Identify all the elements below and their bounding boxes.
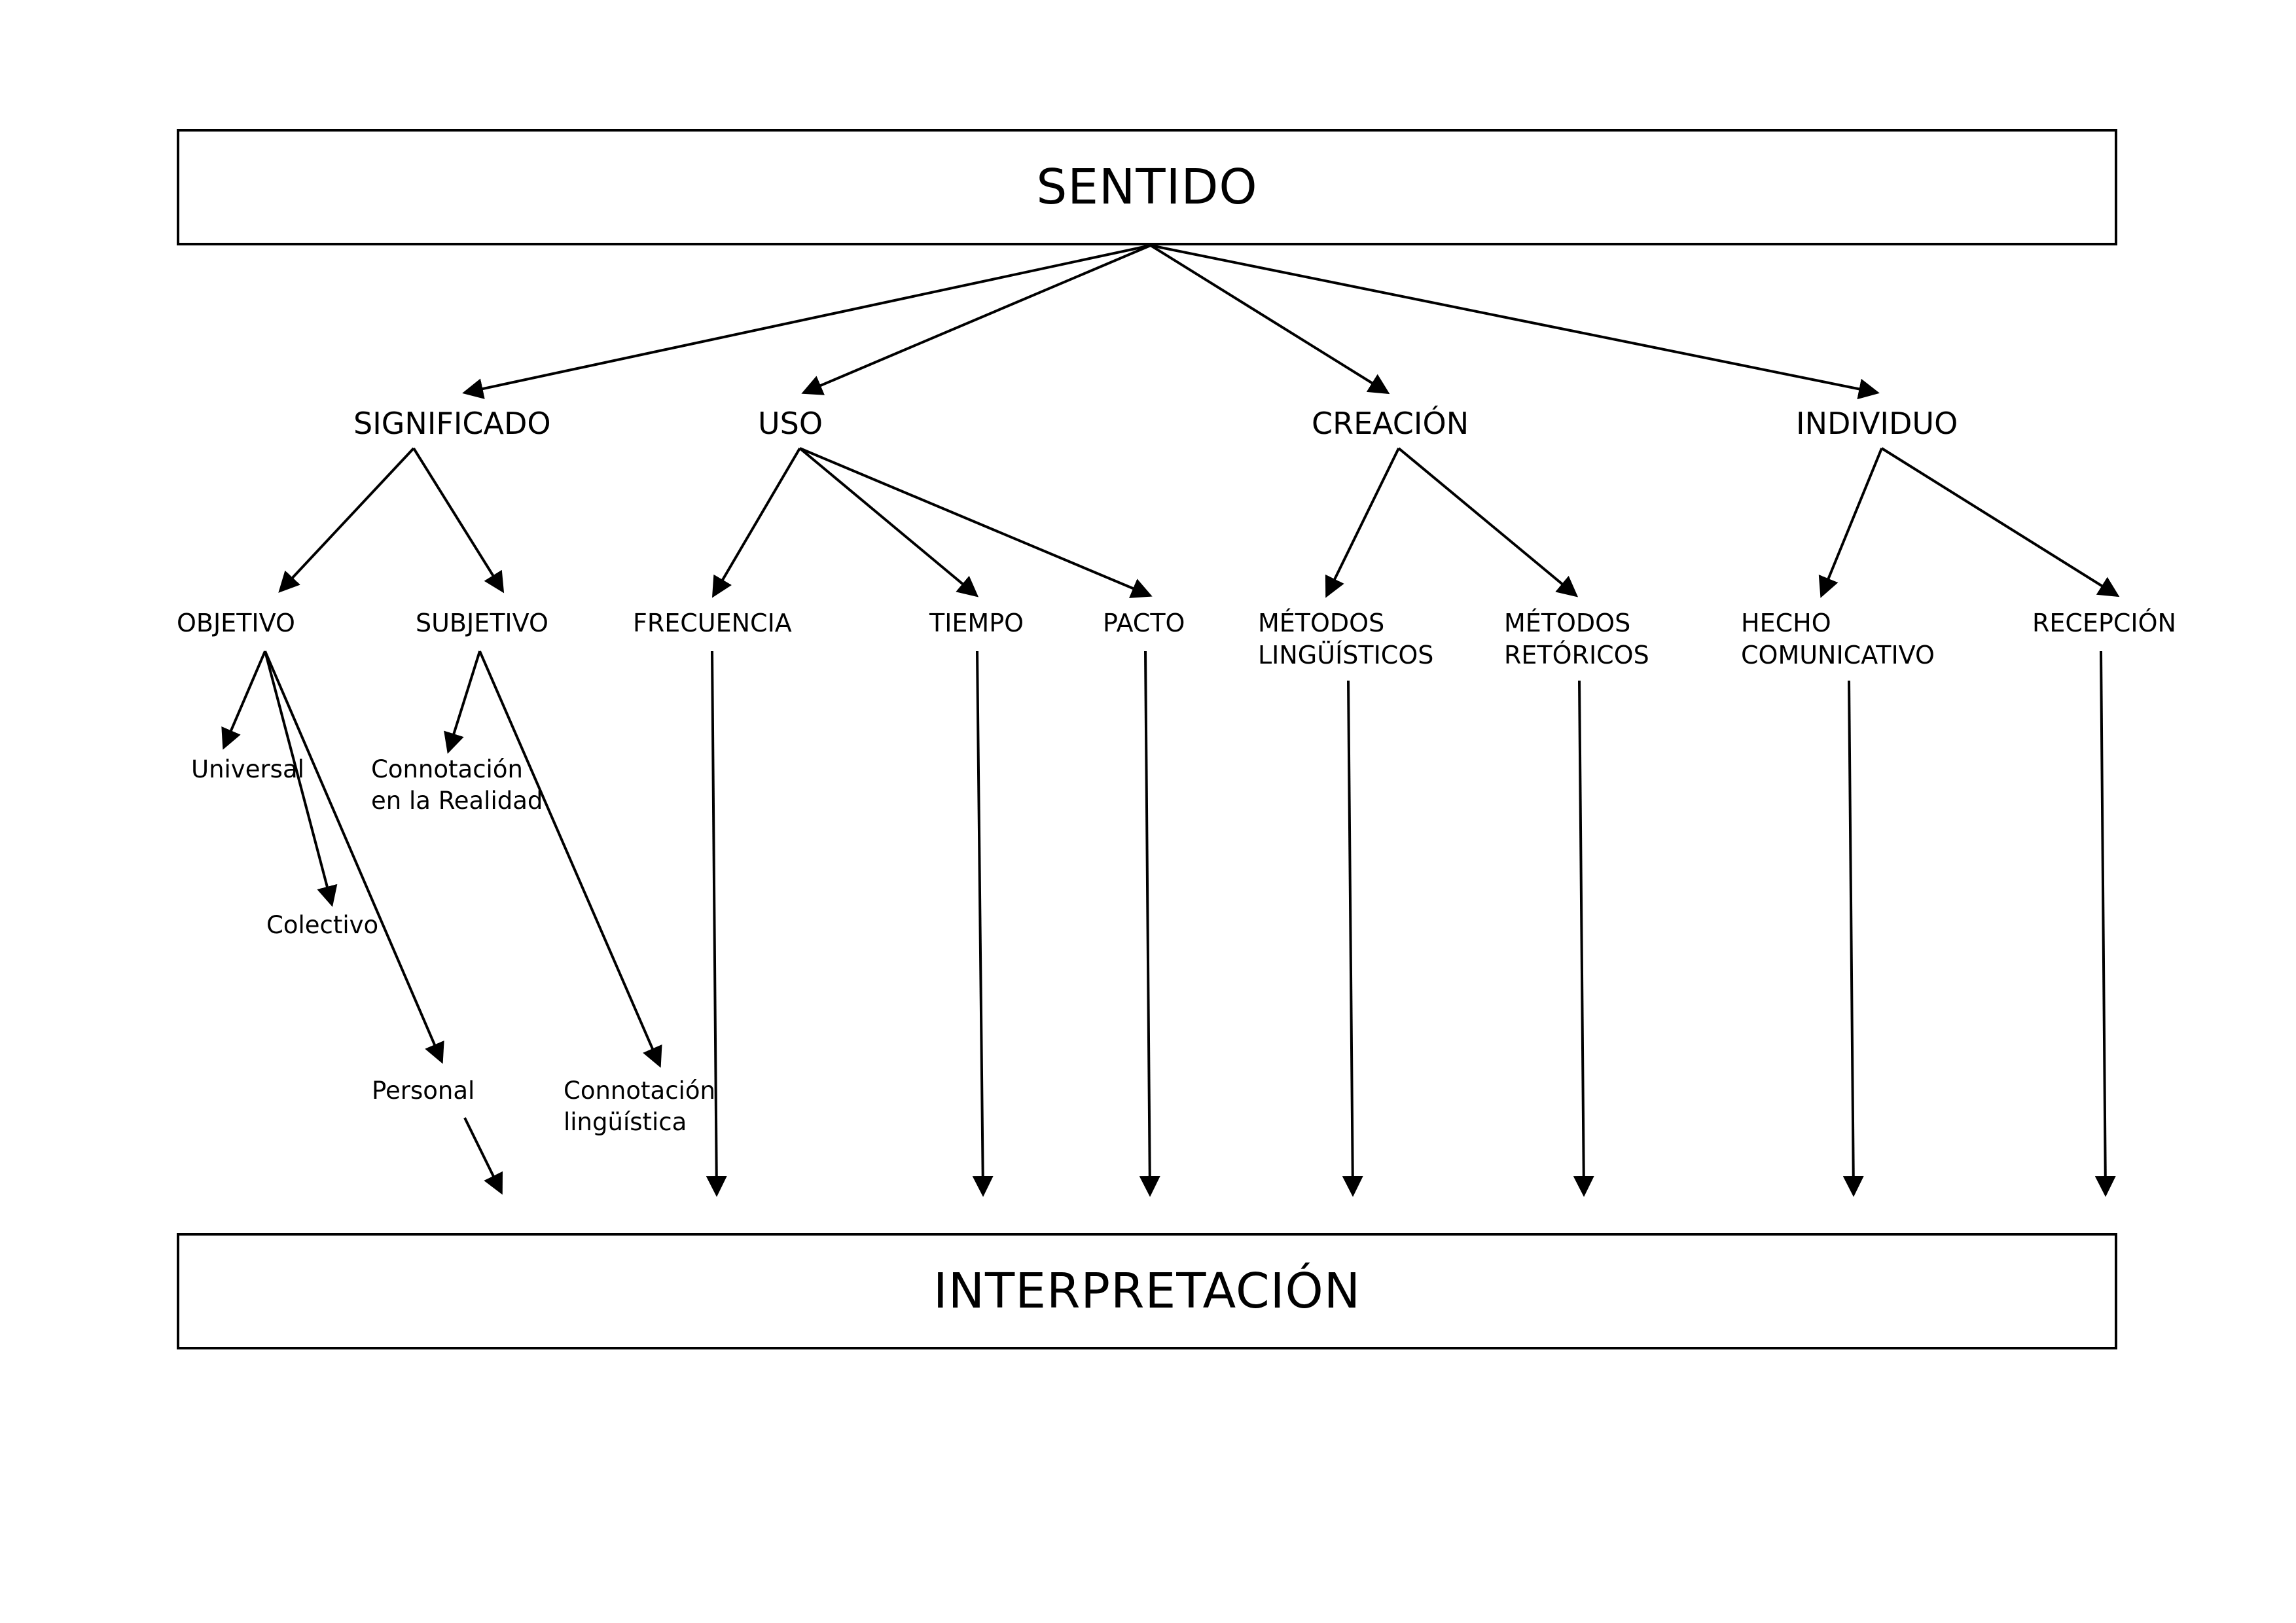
arrow-significado-subjetivo <box>412 447 505 594</box>
arrow-recepcion-interpretacion <box>2094 651 2116 1197</box>
node-connotacion-linguistica: Connotación lingüística <box>564 1075 715 1138</box>
node-uso: USO <box>758 406 823 441</box>
arrow-objetivo-colectivo <box>264 651 338 907</box>
arrow-uso-frecuencia <box>711 447 801 598</box>
node-personal: Personal <box>372 1077 475 1105</box>
arrow-creacion-metodos-linguisticos <box>1325 448 1400 598</box>
arrow-pacto-interpretacion <box>1139 651 1160 1197</box>
node-metodos-linguisticos-line1: MÉTODOS <box>1258 609 1385 637</box>
arrow-individuo-hecho-comunicativo <box>1818 448 1883 598</box>
arrow-objetivo-personal <box>264 651 444 1064</box>
arrow-uso-tiempo <box>798 447 979 597</box>
node-metodos-retoricos-line2: RETÓRICOS <box>1504 641 1649 670</box>
node-connotacion-realidad: Connotación en la Realidad <box>371 754 543 817</box>
node-tiempo: TIEMPO <box>929 609 1024 637</box>
arrow-objetivo-universal <box>221 651 266 750</box>
node-hecho-comunicativo-line1: HECHO <box>1741 609 1831 637</box>
node-metodos-retoricos-line1: MÉTODOS <box>1504 609 1631 637</box>
node-metodos-linguisticos-line2: LINGÜÍSTICOS <box>1258 641 1434 670</box>
node-hecho-comunicativo-line2: COMUNICATIVO <box>1741 641 1935 670</box>
node-colectivo: Colectivo <box>266 911 379 939</box>
arrow-sentido-uso <box>801 244 1151 395</box>
node-metodos-linguisticos: MÉTODOS LINGÜÍSTICOS <box>1258 607 1433 672</box>
arrow-significado-objetivo <box>278 447 415 593</box>
arrow-sentido-creacion <box>1149 244 1390 395</box>
arrow-hecho-comunicativo-interpretacion <box>1842 680 1864 1197</box>
arrow-sentido-significado <box>462 244 1151 399</box>
arrow-frecuencia-interpretacion <box>706 651 727 1197</box>
arrow-tiempo-interpretacion <box>972 651 994 1197</box>
arrow-individuo-recepcion <box>1880 447 2120 597</box>
arrow-subjetivo-connotacion-realidad <box>444 651 481 754</box>
node-frecuencia: FRECUENCIA <box>633 609 792 637</box>
node-creacion: CREACIÓN <box>1312 406 1469 441</box>
node-connotacion-linguistica-line1: Connotación <box>564 1077 715 1105</box>
node-connotacion-linguistica-line2: lingüística <box>564 1108 687 1137</box>
arrow-uso-pacto <box>799 447 1153 598</box>
node-pacto: PACTO <box>1103 609 1185 637</box>
node-connotacion-realidad-line2: en la Realidad <box>371 787 543 815</box>
interpretacion-box: INTERPRETACIÓN <box>177 1233 2117 1349</box>
node-significado: SIGNIFICADO <box>353 406 551 441</box>
node-individuo: INDIVIDUO <box>1796 406 1958 441</box>
node-connotacion-realidad-line1: Connotación <box>371 755 523 783</box>
arrow-personal-interpretacion <box>463 1117 503 1195</box>
node-universal: Universal <box>191 755 304 783</box>
arrow-subjetivo-connotacion-linguistica <box>478 651 662 1068</box>
arrow-creacion-metodos-retoricos <box>1397 447 1579 597</box>
node-metodos-retoricos: MÉTODOS RETÓRICOS <box>1504 607 1649 672</box>
interpretacion-title: INTERPRETACIÓN <box>933 1263 1361 1319</box>
node-objetivo: OBJETIVO <box>177 609 295 637</box>
node-hecho-comunicativo: HECHO COMUNICATIVO <box>1741 607 1935 672</box>
arrow-metodos-retoricos-interpretacion <box>1573 680 1594 1197</box>
arrow-sentido-individuo <box>1150 244 1880 400</box>
arrow-metodos-linguisticos-interpretacion <box>1342 680 1363 1197</box>
sentido-box: SENTIDO <box>177 129 2117 245</box>
node-subjetivo: SUBJETIVO <box>416 609 548 637</box>
node-recepcion: RECEPCIÓN <box>2032 609 2176 637</box>
sentido-title: SENTIDO <box>1036 159 1258 215</box>
